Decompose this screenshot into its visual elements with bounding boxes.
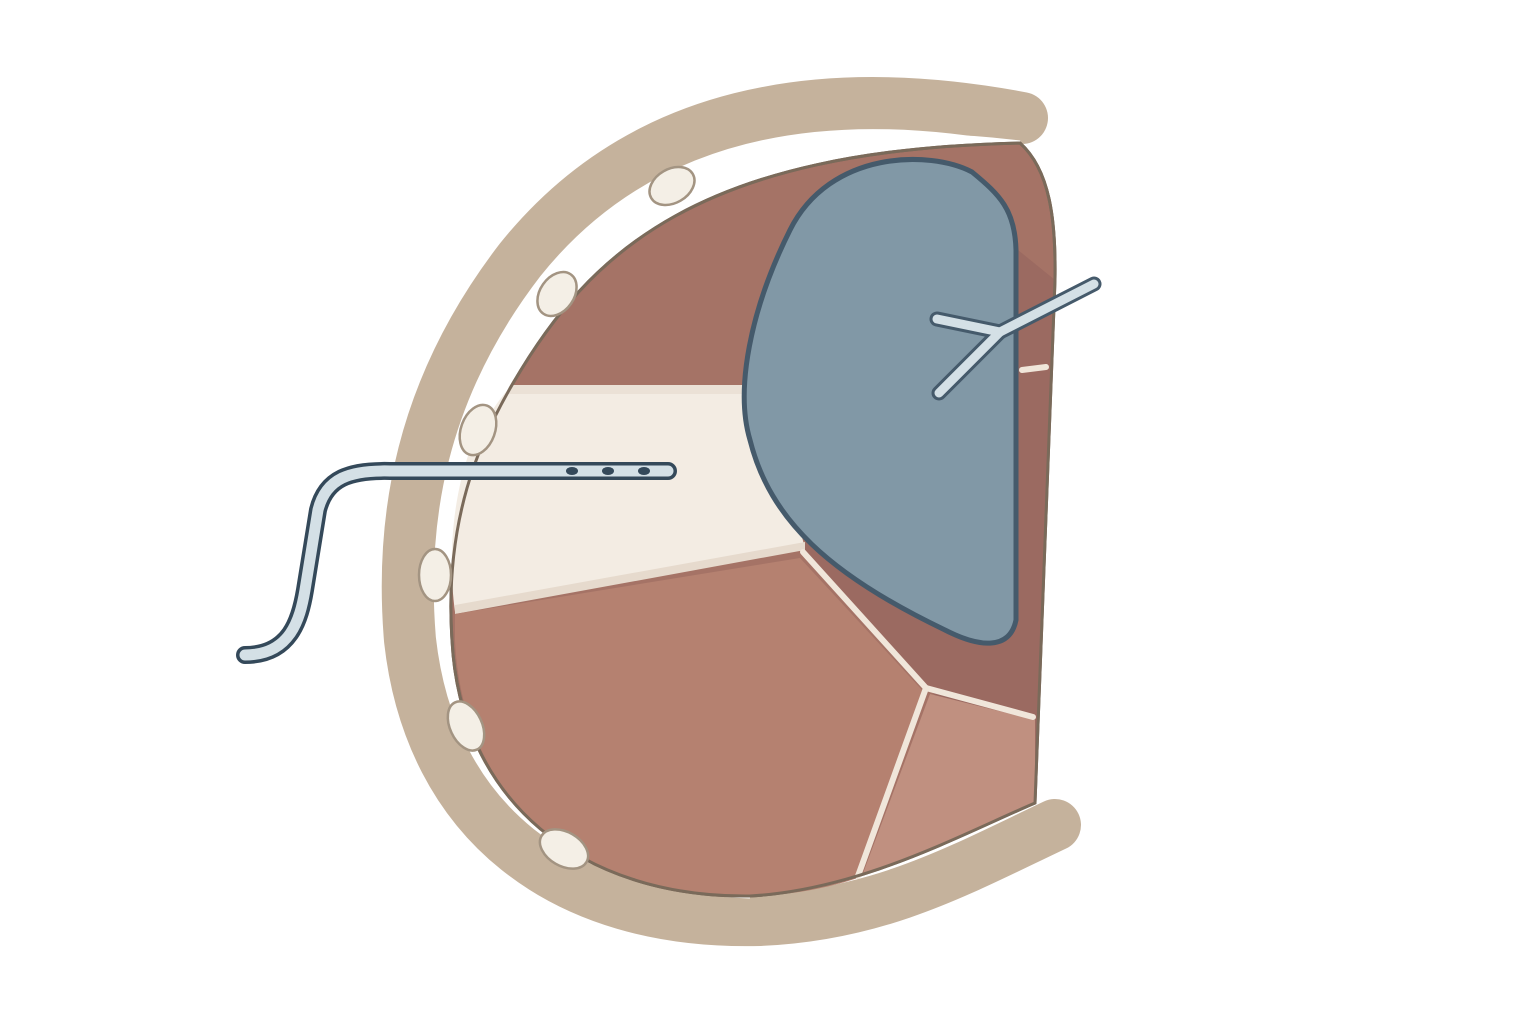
pale-band-bottom-shade: [455, 542, 805, 614]
divider-to-bottom: [855, 685, 929, 879]
divider-upper-diagonal: [800, 549, 929, 691]
nodule-1: [648, 165, 696, 207]
divider-lines: [800, 364, 1049, 879]
pale-band-region: [451, 385, 805, 612]
catheter-side-hole-1: [566, 467, 578, 475]
divider-to-right: [923, 685, 1036, 720]
drain-fill: [932, 279, 1099, 398]
y-shaped-drain-icon: [929, 276, 1102, 401]
wall-nodules: [417, 165, 696, 870]
catheter-side-hole-3: [638, 467, 650, 475]
nodule-6: [538, 828, 590, 870]
blue-organ: [741, 157, 1019, 646]
nodule-3: [458, 403, 498, 457]
catheter-fill: [239, 465, 674, 661]
outer-wall: [381, 77, 1081, 947]
lower-region: [455, 558, 922, 897]
corner-region: [862, 694, 1035, 876]
nodule-5: [446, 700, 486, 752]
nodule-4: [417, 547, 453, 603]
divider-short-right: [1019, 364, 1049, 373]
pale-band-top-shade: [507, 385, 762, 394]
catheter-side-hole-2: [602, 467, 614, 475]
catheter-with-side-holes-icon: [236, 461, 677, 664]
cavity-outline: [449, 141, 1057, 898]
nodule-2: [536, 270, 578, 318]
